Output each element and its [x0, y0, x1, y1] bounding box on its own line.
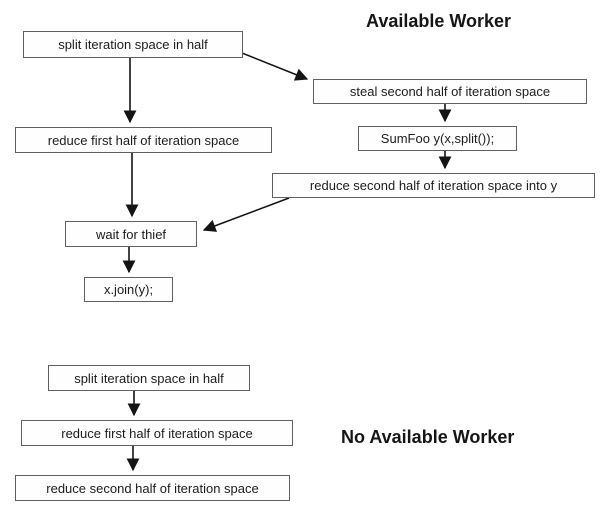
flow-node-split-bottom: split iteration space in half — [48, 365, 250, 391]
section-title-available-worker: Available Worker — [366, 11, 512, 31]
flow-node-x-join-y: x.join(y); — [84, 277, 173, 302]
flow-node-reduce-second-bottom: reduce second half of iteration space — [15, 475, 290, 501]
flow-node-sumfoo: SumFoo y(x,split()); — [358, 126, 517, 151]
flow-node-split-top: split iteration space in half — [23, 31, 243, 58]
flow-node-steal-second-half: steal second half of iteration space — [313, 79, 587, 104]
flow-node-wait-for-thief: wait for thief — [65, 221, 197, 247]
flow-node-reduce-first-bottom: reduce first half of iteration space — [21, 420, 293, 446]
flow-node-reduce-first-top: reduce first half of iteration space — [15, 127, 272, 153]
flow-node-reduce-second-into-y: reduce second half of iteration space in… — [272, 173, 595, 198]
section-title-no-available-worker: No Available Worker — [341, 427, 515, 447]
